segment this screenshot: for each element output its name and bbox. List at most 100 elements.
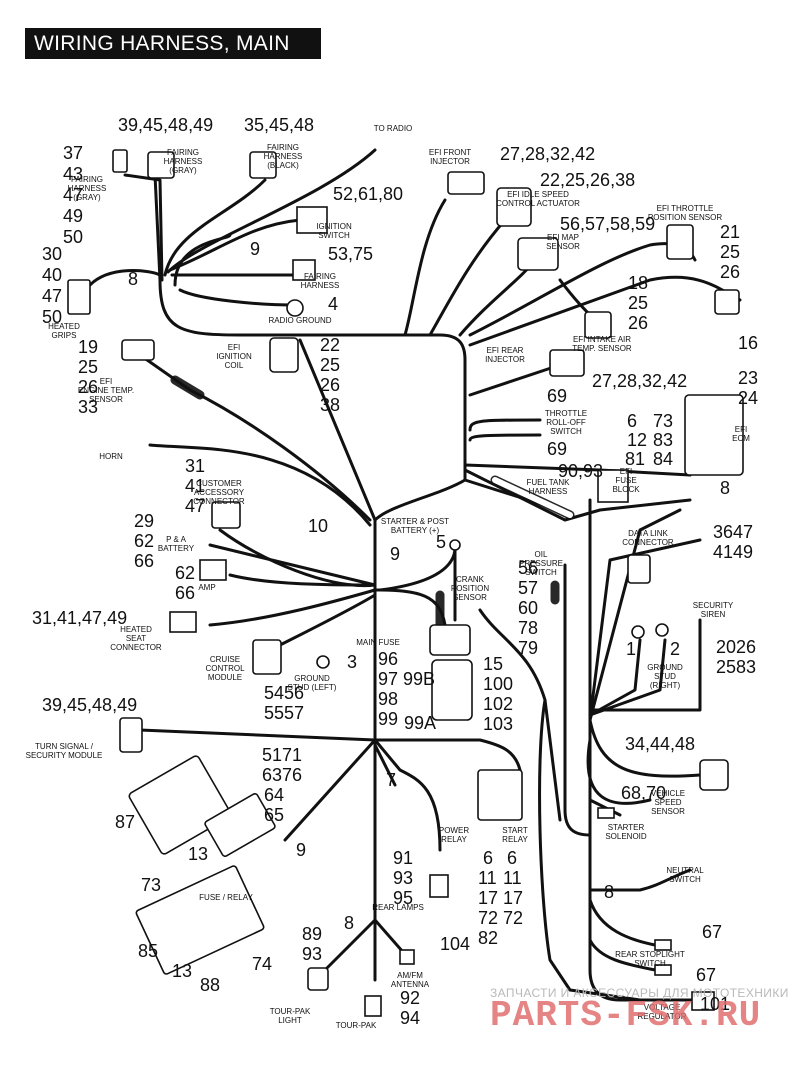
callout-c5: 47	[63, 185, 83, 205]
watermark-logo: PARTS-FSK.RU	[490, 995, 762, 1036]
callout-c116: 74	[252, 954, 272, 974]
component-label-line: CUSTOMER	[196, 479, 242, 488]
component-label-line: AMP	[198, 583, 215, 592]
component-label-line: RADIO GROUND	[268, 316, 331, 325]
callout-c92: 13	[188, 844, 208, 864]
component-label-line: TURN SIGNAL /	[35, 742, 94, 751]
component-label-line: REGULATOR	[637, 1012, 686, 1021]
component-label-line: DATA LINK	[628, 529, 668, 538]
component-label-line: HARNESS	[164, 157, 203, 166]
callout-c19: 56,57,58,59	[560, 214, 655, 234]
component-label-line: FAIRING	[304, 272, 336, 281]
component-label-line: FAIRING	[71, 175, 103, 184]
component-label-line: TO RADIO	[374, 124, 413, 133]
component-label-line: EFI	[228, 343, 240, 352]
component-label-line: MAIN FUSE	[356, 638, 400, 647]
callout-c76: 102	[483, 694, 513, 714]
component-label-line: CONNECTOR	[110, 643, 162, 652]
component-label-line: EFI REAR	[487, 346, 524, 355]
callout-c50: 47	[185, 496, 205, 516]
callout-c55: 5	[436, 532, 446, 552]
callout-c49: 41	[185, 476, 205, 496]
callout-c113: 85	[138, 941, 158, 961]
component-label-line: SENSOR	[546, 242, 580, 251]
callout-c58: 66	[175, 583, 195, 603]
callout-c28: 25	[78, 357, 98, 377]
callout-c44: 81	[625, 449, 645, 469]
component-label-line: SPEED	[654, 798, 681, 807]
component-label-line: (RIGHT)	[650, 681, 681, 690]
callout-c21: 25	[720, 242, 740, 262]
component-label-line: VOLTAGE	[644, 1003, 681, 1012]
callout-c109: 89	[302, 924, 322, 944]
callout-c40: 6	[627, 411, 637, 431]
component-label-line: REAR LAMPS	[372, 903, 424, 912]
component-label-line: EFI	[100, 377, 112, 386]
component-label-line: GRIPS	[52, 331, 77, 340]
component-label-line: CONNECTOR	[622, 538, 674, 547]
callout-c36: 23	[738, 368, 758, 388]
callout-c73: 99A	[404, 713, 436, 733]
component-label-line: SENSOR	[89, 395, 123, 404]
callout-c111: 8	[344, 913, 354, 933]
callout-c42: 12	[627, 430, 647, 450]
component-label-line: FUSE	[615, 476, 636, 485]
component-label-line: ACCESSORY	[194, 488, 245, 497]
component-label-line: HARNESS	[68, 184, 107, 193]
component-label-line: SENSOR	[453, 593, 487, 602]
callout-c74: 15	[483, 654, 503, 674]
component-label-line: OIL	[535, 550, 548, 559]
callout-c52: 29	[134, 511, 154, 531]
callout-c72: 99	[378, 709, 398, 729]
component-label-line: (GRAY)	[73, 193, 101, 202]
callout-c46: 90,93	[558, 461, 603, 481]
component-label-line: ENGINE TEMP.	[78, 386, 134, 395]
callout-c79: 2	[670, 639, 680, 659]
callout-c11: 8	[128, 269, 138, 289]
component-label-line: CRUISE	[210, 655, 240, 664]
callout-c47: 8	[720, 478, 730, 498]
component-label-line: STARTER & POST	[381, 517, 449, 526]
callout-c34: 38	[320, 395, 340, 415]
callout-c9: 9	[250, 239, 260, 259]
callout-c8: 52,61,80	[333, 184, 403, 204]
callout-c83: 5557	[264, 703, 304, 723]
component-label-line: SECURITY	[693, 601, 734, 610]
callout-c24: 25	[628, 293, 648, 313]
callout-c59: 56	[518, 558, 538, 578]
callout-c68: 96	[378, 649, 398, 669]
component-label-line: IGNITION	[216, 352, 252, 361]
component-label-line: BLOCK	[612, 485, 640, 494]
component-label-line: PRESSURE	[519, 559, 563, 568]
callout-c16: 50	[42, 307, 62, 327]
callout-c70: 99B	[403, 669, 435, 689]
component-label-line: TOUR-PAK	[270, 1007, 311, 1016]
callout-c87: 64	[264, 785, 284, 805]
callout-c82: 5456	[264, 683, 304, 703]
component-label-line: CONTROL ACTUATOR	[496, 199, 580, 208]
callout-c41: 73	[653, 411, 673, 431]
callout-c118: 67	[696, 965, 716, 985]
callout-c26: 16	[738, 333, 758, 353]
component-label-line: MODULE	[208, 673, 242, 682]
callout-c54: 66	[134, 551, 154, 571]
callout-c98: 6	[483, 848, 493, 868]
callout-c85: 5171	[262, 745, 302, 765]
callout-c37: 24	[738, 388, 758, 408]
component-label-line: BATTERY (+)	[391, 526, 440, 535]
watermark-caption: ЗАПЧАСТИ И АКСЕССУАРЫ ДЛЯ МОТОТЕХНИКИ	[490, 986, 789, 1000]
